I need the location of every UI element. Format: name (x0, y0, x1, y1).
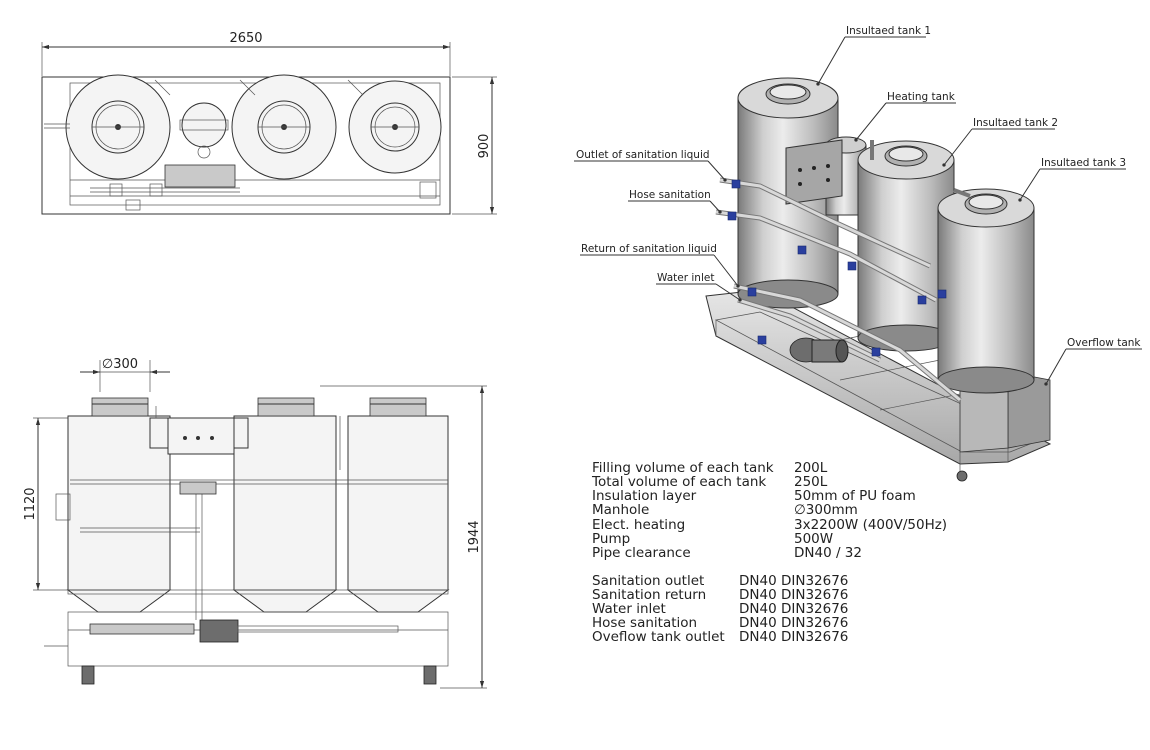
callout-sanitation-outlet: Outlet of sanitation liquid (576, 149, 710, 161)
top-view: 2650 900 (41, 31, 497, 215)
spec-value: DN40 / 32 (794, 545, 862, 561)
spec-label: Insulation layer (592, 488, 697, 504)
spec-value: 3x2200W (400V/50Hz) (794, 517, 947, 533)
spec-value: 50mm of PU foam (794, 488, 916, 504)
connection-label: Hose sanitation (592, 615, 697, 631)
connection-label: Sanitation outlet (592, 573, 704, 589)
connection-value: DN40 DIN32676 (739, 615, 848, 631)
connection-label: Oveflow tank outlet (592, 629, 725, 645)
spec-label: Total volume of each tank (591, 474, 766, 490)
connection-value: DN40 DIN32676 (739, 587, 848, 603)
dim-top-depth: 900 (477, 134, 492, 159)
connection-value: DN40 DIN32676 (739, 573, 848, 589)
spec-label: Manhole (592, 502, 649, 518)
spec-table: Filling volume of each tank 200L Total v… (591, 460, 947, 645)
spec-value: ∅300mm (794, 502, 858, 518)
spec-value: 500W (794, 531, 833, 547)
top-heating-tank (164, 102, 236, 188)
iso-pump (789, 337, 849, 363)
connection-value: DN40 DIN32676 (739, 629, 848, 645)
spec-label: Pump (592, 531, 630, 547)
top-tank-3 (348, 80, 442, 174)
callout-tank-1: Insultaed tank 1 (846, 25, 931, 37)
spec-value: 250L (794, 474, 828, 490)
spec-label: Filling volume of each tank (592, 460, 774, 476)
dim-tank-height: 1120 (23, 487, 38, 520)
callout-heating-tank: Heating tank (887, 91, 956, 103)
front-view: ∅300 1120 1944 (23, 357, 487, 689)
callout-sanitation-return: Return of sanitation liquid (581, 243, 717, 255)
connection-label: Water inlet (592, 601, 666, 617)
callout-tank-2: Insultaed tank 2 (973, 117, 1058, 129)
dim-top-width: 2650 (229, 31, 262, 46)
callout-tank-3: Insultaed tank 3 (1041, 157, 1126, 169)
spec-label: Pipe clearance (592, 545, 691, 561)
connection-value: DN40 DIN32676 (739, 601, 848, 617)
isometric-view (705, 77, 1052, 482)
dim-total-height: 1944 (467, 520, 482, 553)
spec-label: Elect. heating (592, 517, 685, 533)
callout-overflow-tank: Overflow tank (1067, 337, 1141, 349)
callout-water-inlet: Water inlet (657, 272, 714, 284)
spec-value: 200L (794, 460, 828, 476)
connection-label: Sanitation return (592, 587, 706, 603)
top-tank-2 (231, 74, 337, 180)
top-tank-1 (65, 74, 171, 180)
callouts: Insultaed tank 1 Heating tank Insultaed … (574, 25, 1142, 386)
dim-manhole: ∅300 (102, 357, 138, 372)
iso-tank-3 (937, 188, 1035, 394)
callout-hose-sanitation: Hose sanitation (629, 189, 711, 201)
